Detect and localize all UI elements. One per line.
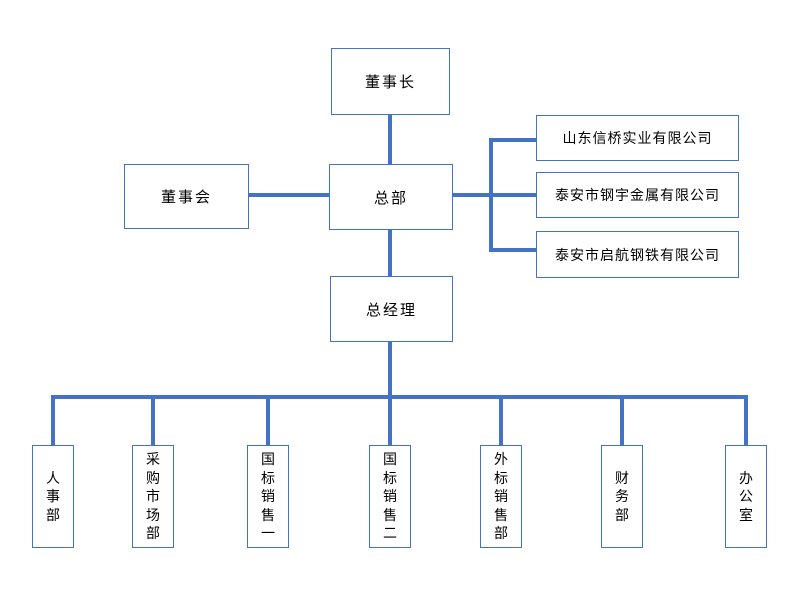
connector-drop-dept-2 xyxy=(151,395,155,445)
connector-headquarters-subsidiaries-trunk xyxy=(453,193,536,197)
node-chairman: 董事长 xyxy=(331,48,450,115)
node-dept-procurement-market: 采购市场部 xyxy=(132,445,174,548)
node-subsidiary-shandong-xinqiao: 山东信桥实业有限公司 xyxy=(536,115,739,161)
node-dept-hr: 人事部 xyxy=(32,445,74,548)
connector-chairman-headquarters xyxy=(388,115,392,164)
connector-drop-dept-4 xyxy=(388,395,392,445)
node-dept-national-sales-1: 国标销售一 xyxy=(247,445,289,548)
connector-board-headquarters xyxy=(249,193,329,197)
node-dept-foreign-sales: 外标销售部 xyxy=(480,445,522,548)
node-board-of-directors: 董事会 xyxy=(124,164,249,229)
dept-label: 办公室 xyxy=(738,469,753,523)
dept-label: 国标销售二 xyxy=(382,451,397,542)
dept-label: 采购市场部 xyxy=(145,451,160,542)
node-headquarters: 总部 xyxy=(329,164,453,230)
connector-drop-dept-7 xyxy=(744,395,748,445)
connector-branch-subsidiary-3 xyxy=(489,248,536,252)
node-general-manager: 总经理 xyxy=(330,276,453,342)
node-subsidiary-taian-gangyu: 泰安市钢宇金属有限公司 xyxy=(536,172,739,218)
connector-departments-bus xyxy=(51,395,748,399)
node-subsidiary-taian-qihang: 泰安市启航钢铁有限公司 xyxy=(536,231,739,278)
dept-label: 国标销售一 xyxy=(260,451,275,542)
dept-label: 外标销售部 xyxy=(493,451,508,542)
connector-subsidiaries-vertical xyxy=(489,138,493,252)
node-dept-office: 办公室 xyxy=(725,445,767,548)
node-dept-national-sales-2: 国标销售二 xyxy=(369,445,411,548)
connector-drop-dept-1 xyxy=(51,395,55,445)
dept-label: 财务部 xyxy=(614,469,629,523)
connector-branch-subsidiary-1 xyxy=(489,138,536,142)
node-dept-finance: 财务部 xyxy=(601,445,643,548)
connector-headquarters-general-manager xyxy=(388,230,392,276)
dept-label: 人事部 xyxy=(45,469,60,523)
connector-drop-dept-6 xyxy=(620,395,624,445)
connector-drop-dept-5 xyxy=(499,395,503,445)
connector-general-manager-bus xyxy=(388,342,392,397)
connector-drop-dept-3 xyxy=(266,395,270,445)
